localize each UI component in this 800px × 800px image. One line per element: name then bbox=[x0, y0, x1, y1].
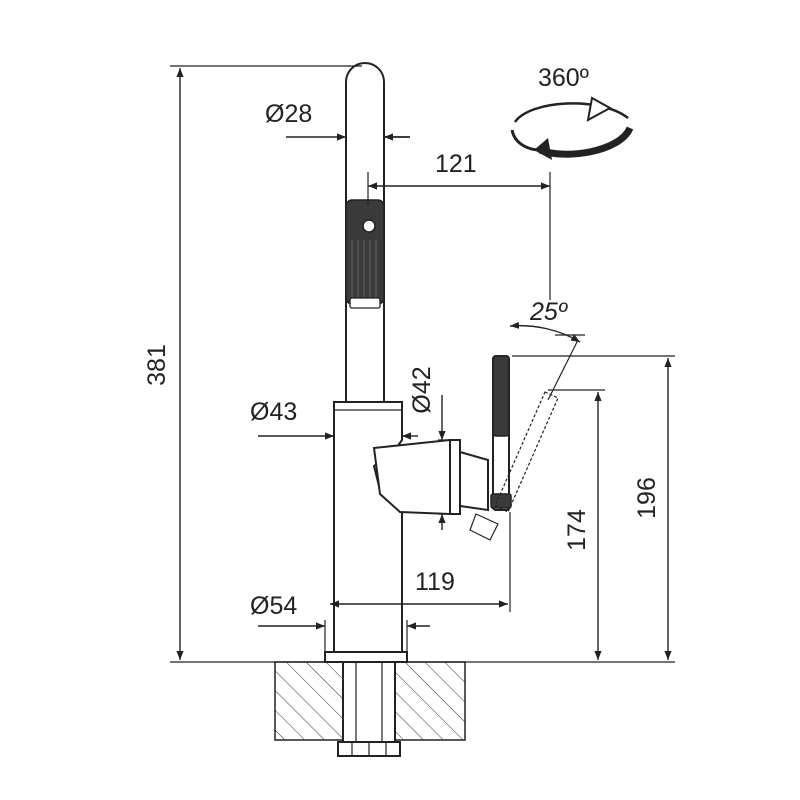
label-lever-top-height: 196 bbox=[633, 477, 661, 519]
label-lever-angle: 25º bbox=[529, 298, 569, 326]
lever-connector bbox=[372, 438, 489, 516]
rotation-indicator: 360º bbox=[510, 64, 634, 160]
label-body-diameter: Ø43 bbox=[250, 398, 297, 426]
spray-head-grip bbox=[345, 199, 385, 309]
label-base-diameter: Ø54 bbox=[250, 592, 297, 620]
label-lever-diameter: Ø42 bbox=[408, 366, 436, 413]
dim-lever-top-height: 196 bbox=[512, 355, 675, 660]
mounting-shank bbox=[337, 661, 401, 757]
faucet-body bbox=[333, 401, 403, 653]
label-spout-diameter: Ø28 bbox=[265, 100, 312, 128]
label-total-height: 381 bbox=[143, 344, 171, 386]
dim-spout-reach: 121 bbox=[367, 150, 551, 300]
dim-spout-diameter: Ø28 bbox=[265, 100, 410, 141]
lever-handle-tilted bbox=[469, 391, 559, 541]
dim-lever-angle: 25º bbox=[509, 298, 585, 401]
label-rotation: 360º bbox=[538, 64, 589, 92]
dim-total-height: 381 bbox=[143, 65, 362, 660]
label-lever-height: 174 bbox=[563, 509, 591, 551]
dim-body-diameter: Ø43 bbox=[250, 398, 418, 440]
base-ring bbox=[324, 651, 408, 663]
dim-lever-height: 174 bbox=[548, 389, 605, 660]
lever-handle bbox=[490, 355, 512, 511]
dim-base-diameter: Ø54 bbox=[250, 592, 430, 652]
dim-lever-diameter: Ø42 bbox=[408, 366, 455, 530]
countertop-section bbox=[170, 661, 675, 741]
label-lever-reach: 119 bbox=[415, 568, 455, 596]
label-spout-reach: 121 bbox=[435, 150, 477, 178]
dim-lever-reach: 119 bbox=[330, 512, 511, 612]
rotate-360-icon bbox=[510, 96, 634, 160]
